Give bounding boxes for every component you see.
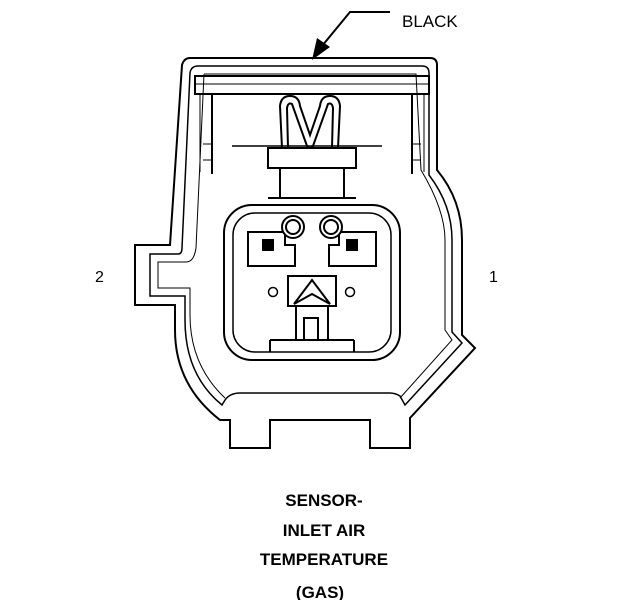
caption-line-2: INLET AIR (283, 521, 365, 540)
center-key (269, 275, 355, 352)
callout-leader (321, 11, 390, 47)
alignment-hole-right (344, 286, 356, 298)
pin-label-2: 2 (95, 269, 104, 286)
caption-line-4: (GAS) (296, 583, 344, 600)
connector-housing-inner-2 (204, 73, 453, 399)
connector-housing-outer (134, 57, 477, 449)
terminal-cavity-1 (319, 215, 377, 267)
connector-housing-inner (149, 65, 464, 407)
locking-tab (194, 75, 430, 174)
alignment-hole-left (267, 286, 279, 298)
pin-label-1: 1 (489, 269, 498, 286)
connector-face-inner (232, 212, 392, 353)
caption-line-1: SENSOR- (285, 491, 362, 510)
connector-face-outer (223, 204, 401, 361)
latch-spring (232, 94, 382, 149)
connector-housing-inner-3 (157, 73, 226, 399)
latch-body (267, 147, 357, 199)
terminal-cavity-2 (247, 215, 305, 267)
callout-arrowhead (312, 38, 330, 60)
caption-line-3: TEMPERATURE (260, 550, 388, 569)
color-callout-label: BLACK (402, 12, 458, 31)
